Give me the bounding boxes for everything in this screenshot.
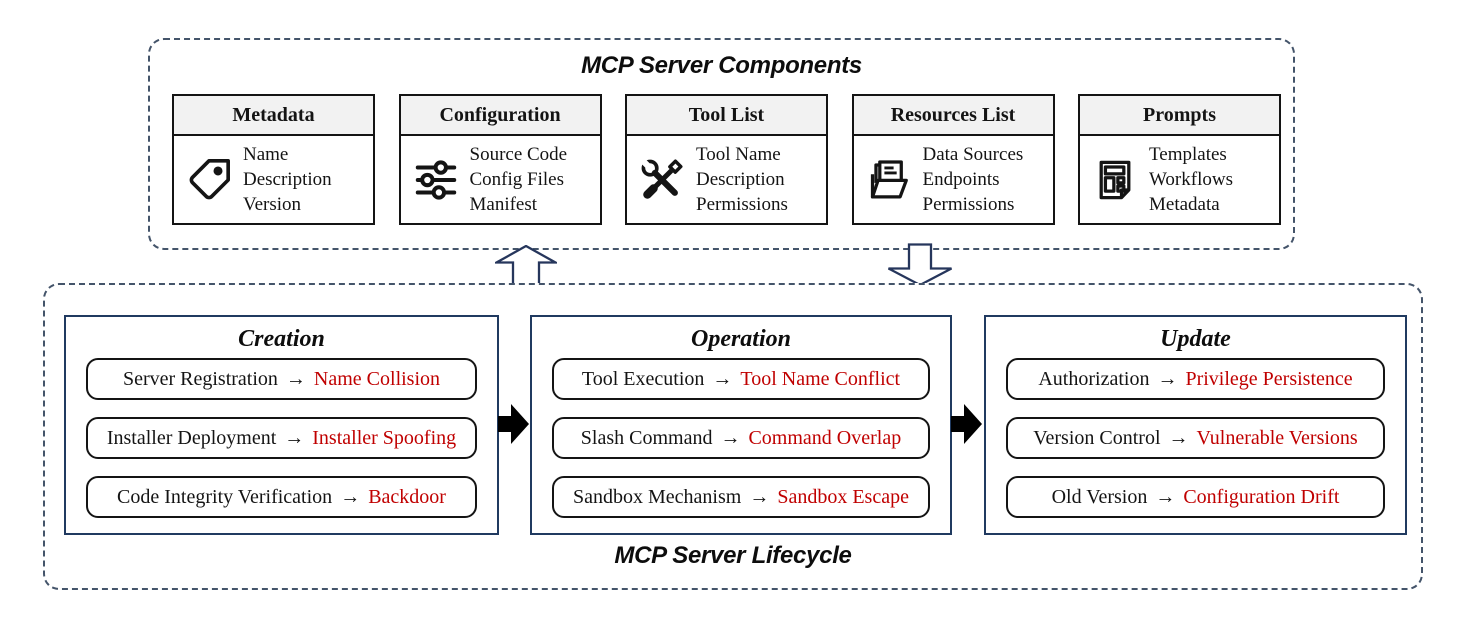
card-item: Workflows (1149, 168, 1233, 190)
threat-label: Privilege Persistence (1185, 367, 1353, 390)
card-item: Name (243, 143, 289, 165)
lifecycle-section-title: MCP Server Lifecycle (614, 542, 852, 569)
flow-arrow-glyph: → (285, 367, 306, 390)
card-item: Data Sources (922, 143, 1024, 165)
flow-arrow-glyph: → (1168, 426, 1189, 449)
card-item: Templates (1149, 143, 1227, 165)
step-label: Old Version (1051, 485, 1148, 508)
card-item: Description (243, 168, 332, 190)
card-title: Configuration (400, 96, 600, 136)
step-label: Code Integrity Verification (117, 485, 333, 508)
stage-title: Operation (690, 326, 791, 352)
card-item: Source Code (469, 143, 568, 165)
card-tool-list: Tool List Tool Name (625, 94, 828, 225)
card-item: Version (243, 194, 302, 216)
up-block-arrow-icon (495, 245, 557, 288)
threat-label: Name Collision (313, 367, 441, 390)
card-title: Metadata (174, 96, 373, 136)
step-label: Server Registration (122, 367, 278, 390)
card-item: Manifest (469, 194, 538, 216)
card-item: Permissions (696, 194, 788, 216)
flow-arrow-glyph: → (712, 367, 733, 390)
flow-arrow-glyph: → (340, 485, 361, 508)
threat-label: Sandbox Escape (777, 485, 909, 508)
down-block-arrow-icon (887, 243, 953, 286)
flow-arrow-glyph: → (749, 485, 770, 508)
components-section-title: MCP Server Components (581, 52, 862, 79)
step-label: Sandbox Mechanism (573, 485, 742, 508)
lifecycle-row: Installer Deployment → Installer Spoofin… (86, 417, 477, 459)
lifecycle-row: Code Integrity Verification → Backdoor (86, 476, 477, 518)
lifecycle-row: Authorization → Privilege Persistence (1006, 358, 1385, 400)
tools-icon (639, 157, 685, 203)
card-metadata: Metadata Name Description Versio (172, 94, 375, 225)
flow-arrow-glyph: → (1157, 367, 1178, 390)
tag-icon (186, 157, 232, 203)
folder-docs-icon (866, 157, 912, 203)
flow-arrow-glyph: → (284, 426, 305, 449)
threat-label: Tool Name Conflict (740, 367, 901, 390)
threat-label: Command Overlap (748, 426, 902, 449)
template-icon (1092, 157, 1138, 203)
card-title: Resources List (853, 96, 1053, 136)
stage-update: Update Authorization → Privilege Persist… (984, 315, 1407, 535)
step-label: Authorization (1038, 367, 1150, 390)
card-title: Tool List (627, 96, 826, 136)
flow-arrow-glyph: → (720, 426, 741, 449)
flow-arrow-glyph: → (1155, 485, 1176, 508)
step-label: Installer Deployment (106, 426, 277, 449)
card-item: Config Files (469, 168, 564, 190)
stage-operation: Operation Tool Execution → Tool Name Con… (530, 315, 952, 535)
card-configuration: Configuration Source Code (398, 94, 602, 225)
lifecycle-row: Slash Command → Command Overlap (552, 417, 930, 459)
card-item: Tool Name (696, 143, 781, 165)
card-prompts: Prompts Templates (1078, 94, 1281, 225)
lifecycle-section: Creation Server Registration → Name Coll… (43, 283, 1423, 590)
stage-arrow-icon (498, 404, 529, 444)
card-item: Endpoints (922, 168, 1000, 190)
step-label: Tool Execution (581, 367, 705, 390)
sliders-icon (413, 157, 459, 203)
card-title: Prompts (1080, 96, 1279, 136)
stage-arrow-icon (951, 404, 982, 444)
card-resources-list: Resources List Data Sources Endpo (851, 94, 1055, 225)
card-item: Permissions (922, 194, 1015, 216)
stage-title: Creation (238, 326, 325, 352)
step-label: Version Control (1033, 426, 1161, 449)
lifecycle-row: Old Version → Configuration Drift (1006, 476, 1385, 518)
threat-label: Vulnerable Versions (1196, 426, 1358, 449)
component-cards-row: Metadata Name Description Versio (172, 94, 1281, 225)
threat-label: Configuration Drift (1183, 485, 1340, 508)
stage-creation: Creation Server Registration → Name Coll… (64, 315, 499, 535)
lifecycle-row: Version Control → Vulnerable Versions (1006, 417, 1385, 459)
lifecycle-row: Sandbox Mechanism → Sandbox Escape (552, 476, 930, 518)
card-item: Description (696, 168, 785, 190)
step-label: Slash Command (580, 426, 713, 449)
stage-title: Update (1160, 326, 1231, 352)
lifecycle-row: Server Registration → Name Collision (86, 358, 477, 400)
card-item: Metadata (1149, 194, 1220, 216)
threat-label: Backdoor (368, 485, 446, 508)
threat-label: Installer Spoofing (312, 426, 457, 449)
lifecycle-row: Tool Execution → Tool Name Conflict (552, 358, 930, 400)
components-section: MCP Server Components Metadata Nam (148, 38, 1295, 250)
